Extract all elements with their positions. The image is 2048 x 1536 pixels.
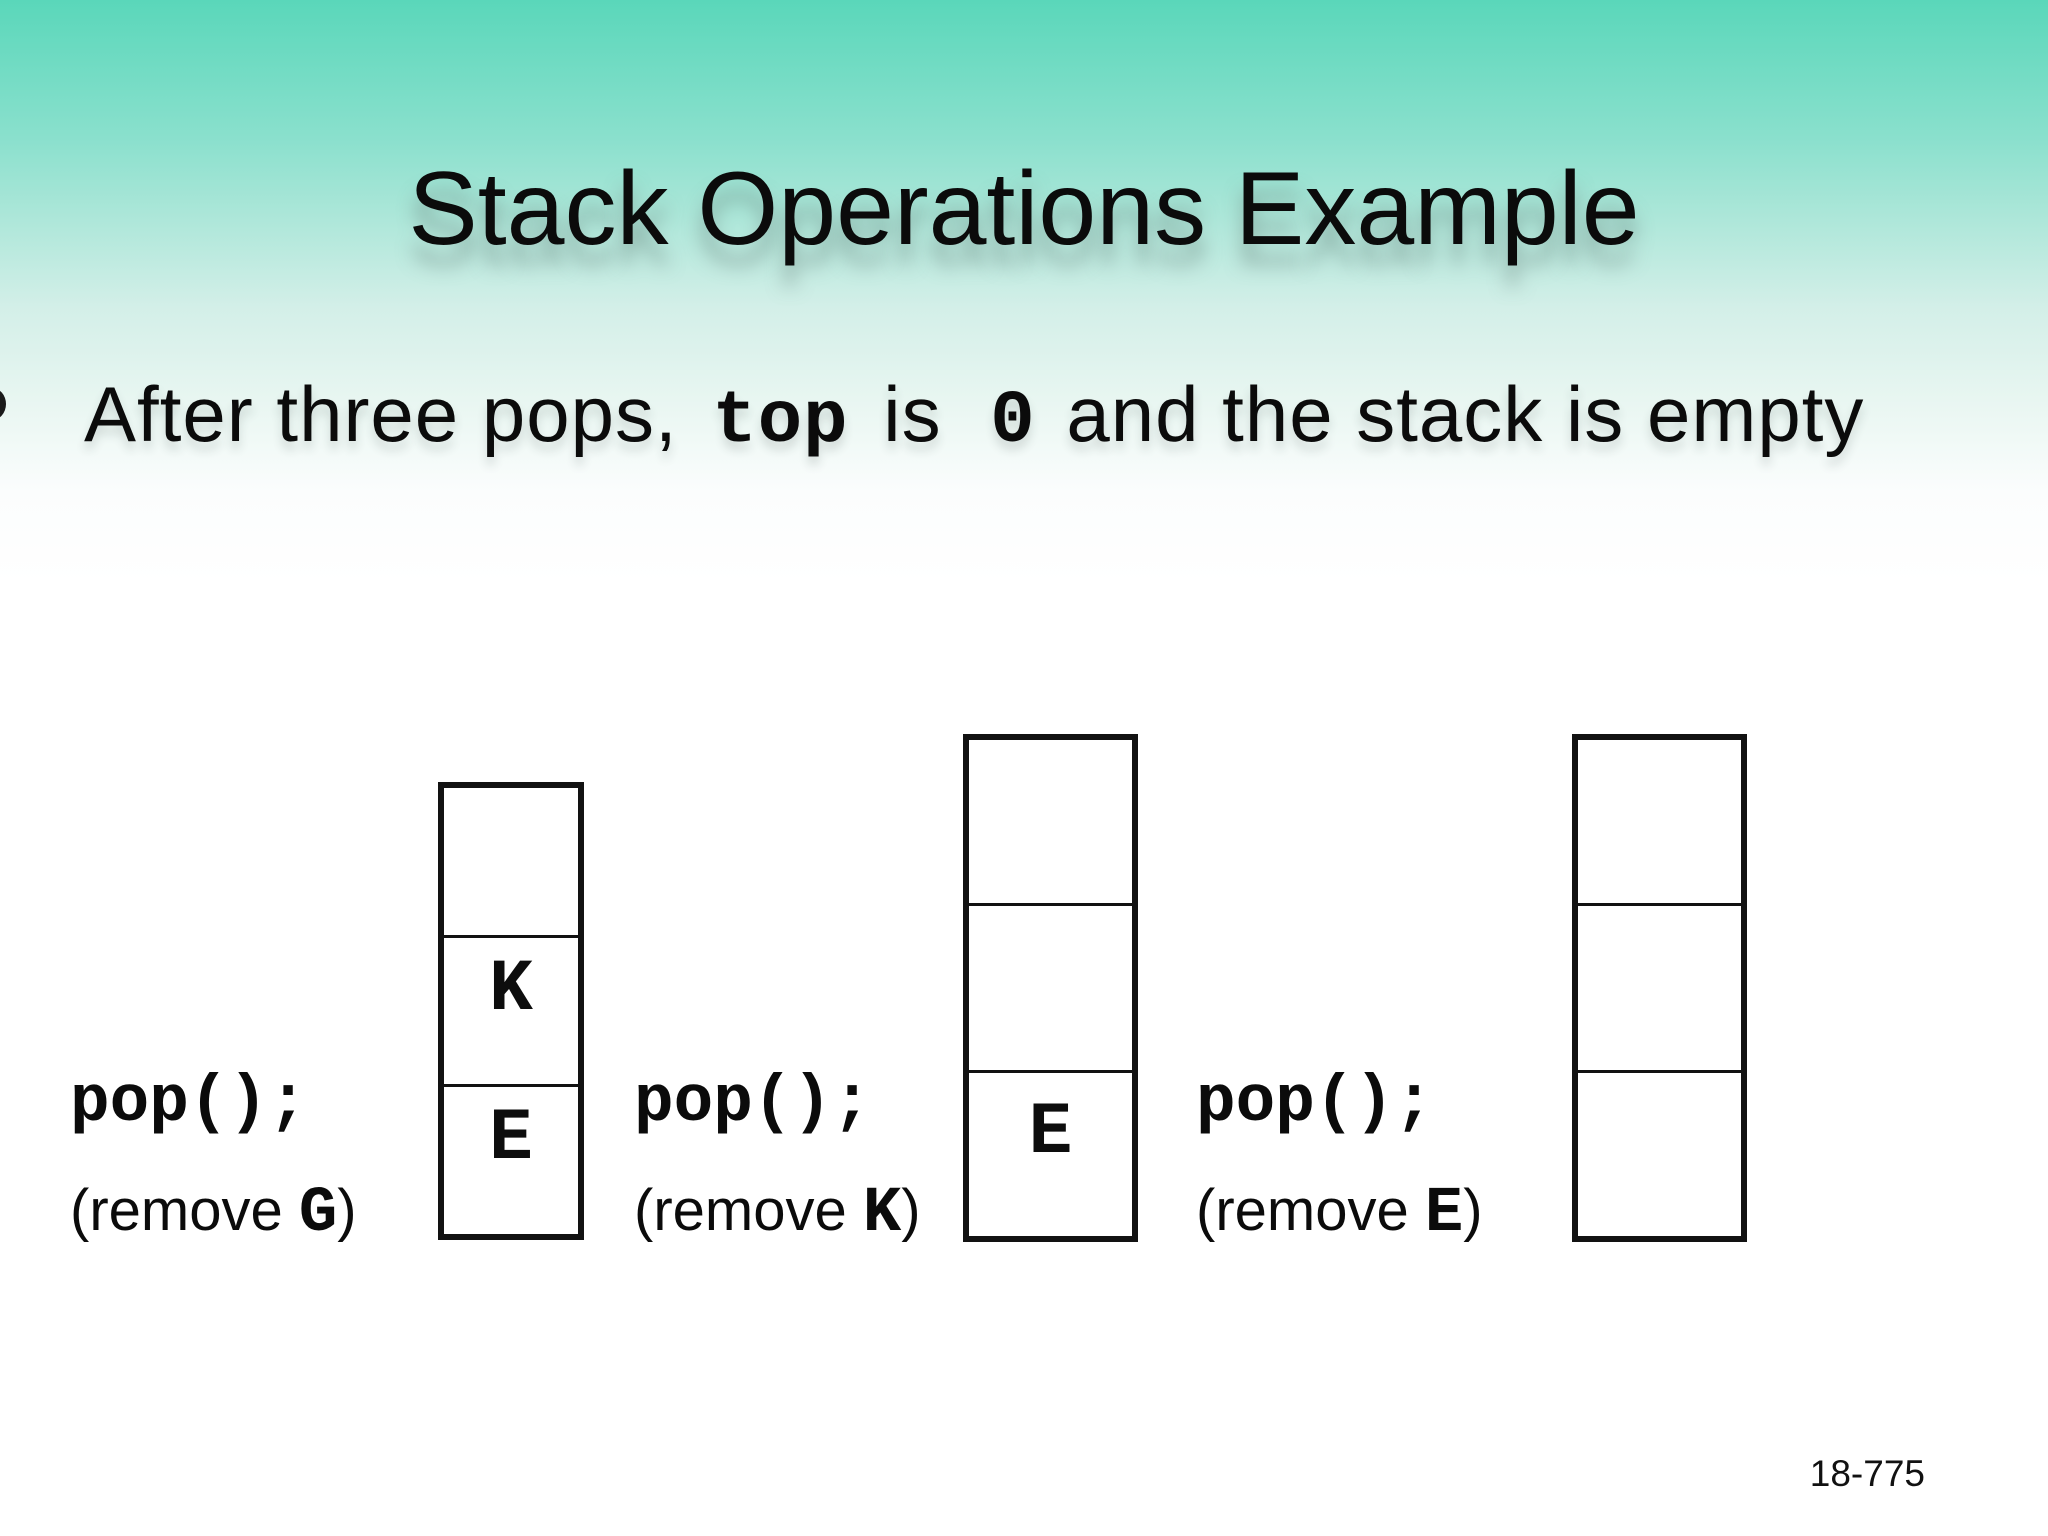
stack-diagram-3 [1572,734,1747,1242]
stack-cell [969,903,1132,1069]
cell-letter: E [1028,1090,1073,1174]
page-number: 18-775 [1809,1453,1925,1494]
pop-label-2: pop(); (remove K) [634,1031,921,1286]
caption-text: (remove [634,1178,863,1243]
subtitle-text: and the stack is empty [1043,370,1865,458]
stack-cell [1578,740,1741,903]
removed-letter-2: K [862,1178,902,1250]
removed-letter-3: E [1424,1178,1464,1250]
pop-label-1: pop(); (remove G) [70,1031,357,1286]
bullet-fragment [0,388,6,420]
stack-cell: E [444,1084,578,1234]
caption-text: (remove [1196,1178,1425,1243]
stack-cell: K [444,934,578,1085]
caption-text: ) [337,1178,357,1243]
removed-letter-1: G [298,1178,338,1250]
subtitle-text: is [860,370,965,458]
subtitle-text: After three pops, [84,370,701,458]
pop-caption-2: (remove K) [634,1175,921,1250]
pop-code-2: pop(); [634,1065,872,1140]
caption-text: ) [901,1178,921,1243]
subtitle-code-top: top [712,380,849,464]
pop-code-3: pop(); [1196,1065,1434,1140]
subtitle: After three pops, top is 0 and the stack… [84,369,1864,467]
slide-title: Stack Operations Example [408,151,1640,267]
stack-diagram-1: K E [438,782,584,1240]
stack-cell [1578,903,1741,1069]
stack-cell: E [969,1069,1132,1236]
cell-letter: E [489,1097,533,1181]
cell-letter: K [489,947,533,1031]
pop-label-3: pop(); (remove E) [1196,1031,1483,1286]
stack-cell [444,788,578,935]
stack-cell [1578,1069,1741,1236]
pop-code-1: pop(); [70,1065,308,1140]
pop-caption-1: (remove G) [70,1175,357,1250]
pop-caption-3: (remove E) [1196,1175,1483,1250]
subtitle-code-zero: 0 [990,380,1036,464]
caption-text: ) [1463,1178,1483,1243]
stack-cell [969,740,1132,903]
stack-diagram-2: E [963,734,1138,1242]
caption-text: (remove [70,1178,299,1243]
